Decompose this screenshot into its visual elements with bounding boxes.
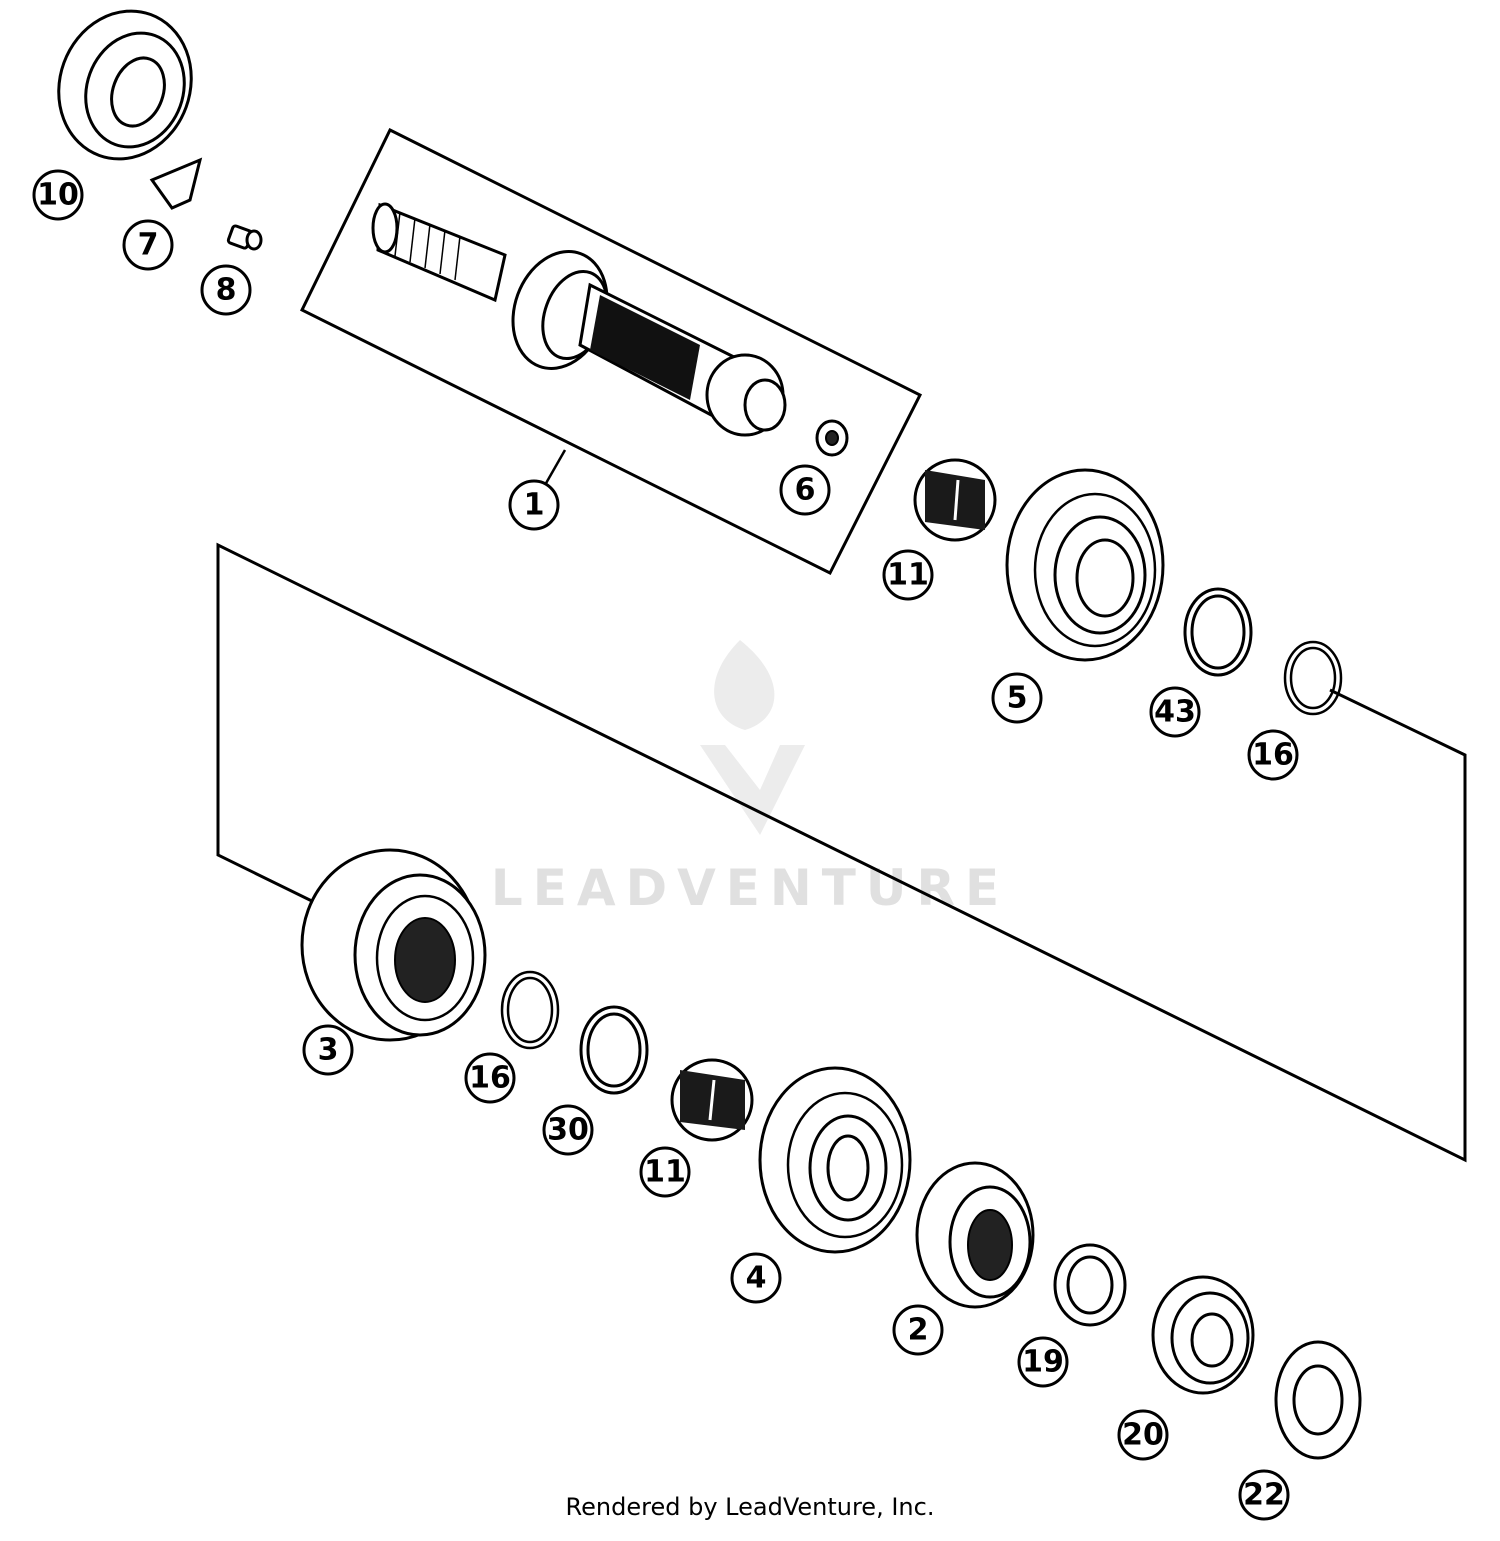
callout-6[interactable]: 6 [779,464,831,516]
ring-30 [579,1005,649,1095]
svg-text:11: 11 [644,1155,686,1190]
leader-line-1 [543,449,567,486]
gear-2 [915,1161,1035,1309]
svg-text:10: 10 [37,178,79,213]
bearing-20 [1151,1275,1255,1395]
callout-10[interactable]: 10 [32,169,84,221]
watermark: LEADVENTURE [491,640,1009,917]
needle-bearing-11-lower [670,1058,754,1142]
callout-43[interactable]: 43 [1149,686,1201,738]
svg-text:3: 3 [318,1033,339,1068]
callout-11-lower[interactable]: 11 [639,1146,691,1198]
callout-16-upper[interactable]: 16 [1247,729,1299,781]
callout-11-upper[interactable]: 11 [882,549,934,601]
callout-20[interactable]: 20 [1117,1409,1169,1461]
gear-assembly-frame [216,542,1467,1163]
footer-credit: Rendered by LeadVenture, Inc. [566,1493,935,1521]
callout-2[interactable]: 2 [892,1304,944,1356]
svg-text:16: 16 [1252,738,1294,773]
screw-8 [226,224,263,251]
callout-4[interactable]: 4 [730,1252,782,1304]
washer-19 [1053,1243,1127,1327]
callout-19[interactable]: 19 [1017,1336,1069,1388]
svg-text:8: 8 [216,273,237,308]
svg-text:5: 5 [1007,681,1028,716]
shaft-assembly-frame [299,127,923,576]
svg-text:11: 11 [887,558,929,593]
svg-text:6: 6 [795,473,816,508]
callout-5[interactable]: 5 [991,672,1043,724]
svg-text:1: 1 [524,488,545,523]
callout-8[interactable]: 8 [200,264,252,316]
shim-22 [1274,1340,1362,1460]
nut-6 [815,419,849,457]
main-shaft-1 [371,202,787,437]
svg-text:30: 30 [547,1113,589,1148]
callout-1[interactable]: 1 [508,479,560,531]
lever-7 [149,157,203,210]
ring-43 [1183,587,1253,677]
svg-text:19: 19 [1022,1345,1064,1380]
gear-4 [758,1066,912,1254]
svg-text:2: 2 [908,1313,929,1348]
needle-bearing-11-upper [913,458,997,542]
callout-16-lower[interactable]: 16 [464,1052,516,1104]
svg-text:20: 20 [1122,1418,1164,1453]
gear-5 [1005,468,1165,662]
callout-30[interactable]: 30 [542,1104,594,1156]
bearing-10 [57,9,193,161]
circlip-16-upper [1283,640,1343,716]
callout-22[interactable]: 22 [1238,1469,1290,1521]
callout-3[interactable]: 3 [302,1024,354,1076]
watermark-text: LEADVENTURE [491,859,1009,917]
circlip-16-lower [500,970,560,1050]
v-logo-icon [700,745,805,835]
svg-text:7: 7 [138,228,159,263]
svg-text:22: 22 [1243,1478,1285,1513]
callout-7[interactable]: 7 [122,219,174,271]
svg-text:16: 16 [469,1061,511,1096]
svg-text:4: 4 [746,1261,767,1296]
flame-logo-icon [714,640,775,730]
gear-3 [300,848,487,1042]
svg-text:43: 43 [1154,695,1196,730]
